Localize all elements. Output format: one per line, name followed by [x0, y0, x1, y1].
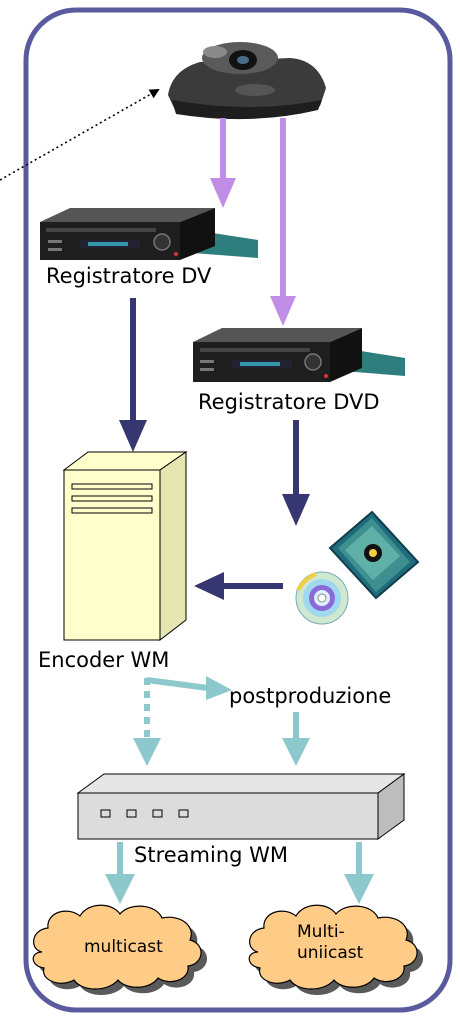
dv-to-encoder-arrow [119, 298, 147, 452]
server-tower-icon [62, 451, 188, 642]
dv-recorder-label: Registratore DV [46, 264, 212, 288]
multiunicast-label-line2: uniicast [297, 943, 364, 964]
dv-recorder-icon [40, 208, 258, 260]
dvd-disc-icon [295, 510, 420, 625]
postproduction-label: postproduzione [229, 684, 392, 708]
multiunicast-label: Multi- uniicast [297, 922, 363, 965]
encoder-label: Encoder WM [38, 648, 170, 672]
dvd-recorder-label: Registratore DVD [198, 390, 380, 414]
streaming-to-multicast-arrow [105, 842, 135, 904]
streaming-server-icon [76, 773, 406, 840]
enclosure-frame [23, 7, 453, 1013]
cloud-icon [32, 904, 424, 995]
encoder-to-postproduction-arrow [146, 676, 232, 700]
videoconference-camera-icon [168, 42, 326, 120]
dvd-recorder-icon [193, 328, 405, 382]
dvd-to-disc-arrow [282, 420, 310, 526]
camera-to-dv-arrow [210, 118, 236, 208]
streaming-to-multiunicast-arrow [344, 842, 374, 904]
encoder-to-streaming-dotted-arrow [133, 678, 161, 766]
dotted-link-arrow [0, 89, 160, 181]
multicast-label: multicast [84, 937, 163, 957]
camera-to-dvd-arrow [270, 118, 296, 326]
disc-to-encoder-arrow [194, 572, 283, 600]
multiunicast-label-line1: Multi- [297, 922, 345, 942]
postproduction-to-streaming-arrow [282, 712, 310, 766]
streaming-label: Streaming WM [134, 843, 289, 867]
